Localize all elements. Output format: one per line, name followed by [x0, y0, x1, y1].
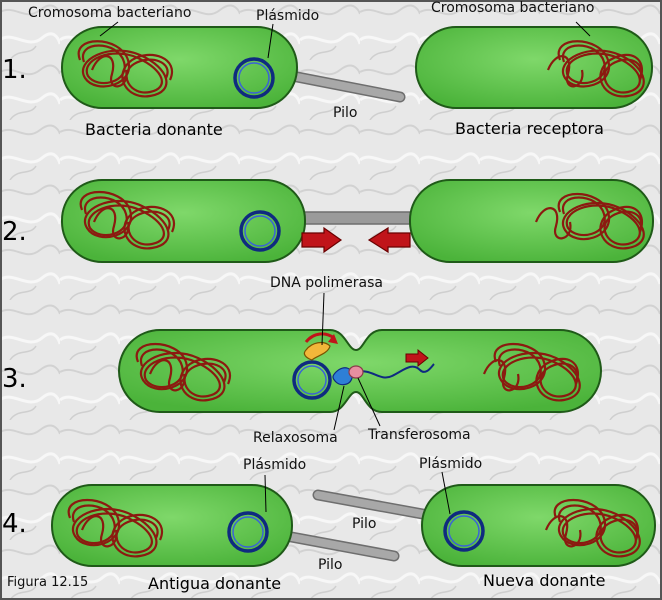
recipient-cell-step2	[409, 179, 654, 263]
polymerase-arrowhead	[328, 334, 338, 344]
label-transferosome: Transferosoma	[367, 427, 471, 443]
label-plasmid-step1: Plásmido	[256, 8, 319, 24]
transfer-direction-arrow	[405, 348, 429, 368]
plasmid-new-donor-step4	[443, 510, 485, 552]
recipient-cell-step1	[415, 26, 653, 109]
pilus-step1-fill	[288, 72, 404, 101]
callout-plasmid-step1	[267, 23, 274, 59]
label-old-donor: Antigua donante	[148, 574, 281, 593]
figure-caption: Figura 12.15	[7, 575, 88, 590]
label-chromosome-donor: Cromosoma bacteriano	[28, 5, 191, 21]
label-pilus-lower-step4: Pilo	[318, 557, 342, 573]
new-donor-cell-step4	[421, 484, 656, 567]
arrow-left-step2	[367, 226, 411, 254]
pilus-step2	[295, 211, 419, 225]
step-number-2: 2.	[2, 217, 27, 247]
step-number-4: 4.	[2, 509, 27, 539]
label-dna-polymerase: DNA polimerasa	[270, 275, 383, 291]
label-pilus-upper-step4: Pilo	[352, 516, 376, 532]
chromosome-donor-step1	[77, 40, 174, 98]
callout-plasmid-right-step4	[441, 471, 451, 515]
pilus-upper-step4-fill	[314, 491, 432, 519]
plasmid-replicating-step3	[292, 360, 332, 400]
label-new-donor: Nueva donante	[483, 571, 605, 590]
relaxosome-complex	[332, 367, 353, 386]
callout-polymerase	[321, 292, 325, 346]
transferred-dna-strand	[355, 363, 435, 379]
step-number-1: 1.	[2, 55, 27, 85]
label-plasmid-right-step4: Plásmido	[419, 456, 482, 472]
callout-plasmid-left-step4	[264, 474, 267, 513]
plasmid-old-donor-step4	[227, 511, 269, 553]
chromosome-recipient-step2	[534, 193, 645, 250]
pilus-lower-step4-fill	[282, 532, 398, 560]
step-number-3: 3.	[2, 364, 27, 394]
callout-chromosome-left	[99, 21, 119, 37]
old-donor-cell-step4	[51, 484, 293, 567]
arrow-right-step2	[301, 226, 343, 254]
label-pilus-step1: Pilo	[333, 105, 357, 121]
chromosome-recipient-step1	[546, 40, 645, 98]
chromosome-right-step3	[482, 343, 581, 402]
chromosome-left-step3	[135, 343, 232, 402]
callout-transferosome	[357, 377, 381, 427]
label-recipient-bacterium: Bacteria receptora	[455, 119, 604, 138]
polymerase-direction-arrow	[304, 332, 335, 344]
label-relaxosome: Relaxosoma	[253, 430, 338, 446]
callout-chromosome-right	[575, 21, 591, 37]
label-plasmid-left-step4: Plásmido	[243, 457, 306, 473]
callout-relaxosome	[333, 385, 345, 431]
transferosome-complex	[348, 365, 364, 379]
dna-polymerase-enzyme	[303, 341, 331, 361]
label-donor-bacterium: Bacteria donante	[85, 120, 223, 139]
plasmid-donor-step2	[239, 210, 281, 252]
plasmid-donor-step1	[233, 57, 275, 99]
chromosome-new-donor-step4	[544, 499, 641, 558]
chromosome-old-donor-step4	[67, 499, 164, 558]
chromosome-donor-step2	[79, 191, 176, 250]
label-chromosome-recipient: Cromosoma bacteriano	[431, 0, 594, 16]
